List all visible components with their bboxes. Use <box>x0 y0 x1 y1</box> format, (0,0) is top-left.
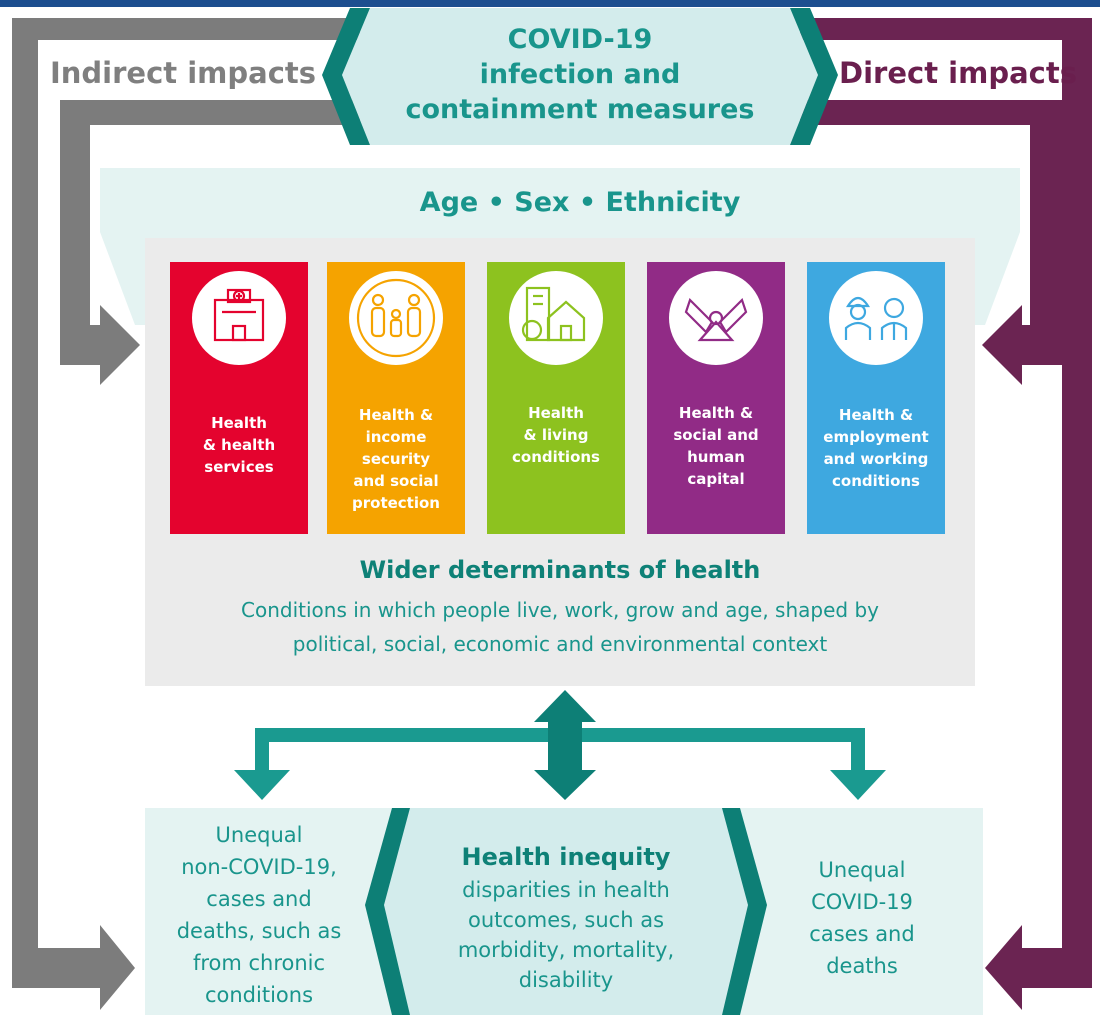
health-inequity-text: disparities in health outcomes, such as … <box>458 878 674 992</box>
direct-inner-arrow <box>800 100 1062 385</box>
health-inequity-line1: disparities in health <box>462 878 670 902</box>
demographics-funnel <box>100 168 1020 325</box>
determinant-box-5-line1: Health & <box>839 406 913 424</box>
determinant-box-4-line4: capital <box>687 470 744 488</box>
bottom-right-line3: cases and <box>809 922 914 946</box>
determinant-box-1-line1: Health <box>211 414 267 432</box>
workers-icon <box>844 296 908 340</box>
bottom-right-line4: deaths <box>826 954 898 978</box>
covid-title-line3: containment measures <box>405 94 754 125</box>
determinant-box-1-line2: & health <box>203 436 275 454</box>
bottom-right-text: Unequal COVID-19 cases and deaths <box>809 858 914 978</box>
demographics-label: Age • Sex • Ethnicity <box>420 187 741 218</box>
determinant-box-4-line1: Health & <box>679 404 753 422</box>
determinant-box-2-line3: security <box>362 450 430 468</box>
bottom-left-line4: deaths, such as <box>177 919 342 943</box>
determinant-box-2: Health & income security and social prot… <box>327 262 465 534</box>
covid-title-line2: infection and <box>480 59 681 90</box>
bottom-left-text: Unequal non-COVID-19, cases and deaths, … <box>177 823 342 1007</box>
bottom-left-line5: from chronic <box>193 951 325 975</box>
direct-arrows <box>800 18 1092 1010</box>
wider-determinants-title: Wider determinants of health <box>360 556 761 584</box>
determinant-box-1: Health & health services <box>170 262 308 534</box>
determinant-box-1-line3: services <box>204 458 273 476</box>
determinant-box-5-line2: employment <box>823 428 928 446</box>
determinant-box-2-line5: protection <box>352 494 440 512</box>
direct-outer-arrow <box>800 18 1092 1010</box>
bottom-left-line1: Unequal <box>216 823 303 847</box>
indirect-impacts-label: Indirect impacts <box>50 56 316 90</box>
health-inequity-title: Health inequity <box>462 843 671 871</box>
bottom-right-line1: Unequal <box>819 858 906 882</box>
indirect-inner-arrow <box>60 100 360 385</box>
indirect-arrows <box>12 18 360 1010</box>
wider-determinants-line1: Conditions in which people live, work, g… <box>241 598 879 622</box>
determinant-box-2-line4: and social <box>353 472 438 490</box>
determinant-box-2-line2: income <box>366 428 427 446</box>
bottom-right-line2: COVID-19 <box>811 890 913 914</box>
determinant-box-3-line3: conditions <box>512 448 600 466</box>
determinant-box-3: Health & living conditions <box>487 262 625 534</box>
family-icon <box>356 278 436 358</box>
determinant-box-2-line1: Health & <box>359 406 433 424</box>
health-inequity-line2: outcomes, such as <box>468 908 664 932</box>
bottom-left-line3: cases and <box>206 887 311 911</box>
determinant-box-4-line2: social and <box>673 426 758 444</box>
health-inequity-line4: disability <box>519 968 613 992</box>
bidirectional-arrow <box>534 690 596 800</box>
determinant-box-5-line4: conditions <box>832 472 920 490</box>
health-inequity-line3: morbidity, mortality, <box>458 938 674 962</box>
determinant-box-5-line3: and working <box>824 450 929 468</box>
determinant-box-4-line3: human <box>687 448 745 466</box>
determinant-box-3-line2: & living <box>524 426 589 444</box>
buildings-icon <box>521 286 586 342</box>
bottom-left-line2: non-COVID-19, <box>181 855 337 879</box>
top-band <box>0 0 1100 7</box>
bottom-left-line6: conditions <box>205 983 313 1007</box>
hands-icon <box>684 297 748 342</box>
determinant-box-4: Health & social and human capital <box>647 262 785 534</box>
covid-hexagon <box>322 8 838 145</box>
covid-title-line1: COVID-19 <box>508 24 653 55</box>
determinant-box-3-line1: Health <box>528 404 584 422</box>
determinant-box-5: Health & employment and working conditio… <box>807 262 945 534</box>
direct-impacts-label: Direct impacts <box>839 56 1077 90</box>
hospital-icon <box>213 288 265 342</box>
health-inequity-hexagon <box>365 808 767 1015</box>
wider-determinants-line2: political, social, economic and environm… <box>293 632 828 656</box>
